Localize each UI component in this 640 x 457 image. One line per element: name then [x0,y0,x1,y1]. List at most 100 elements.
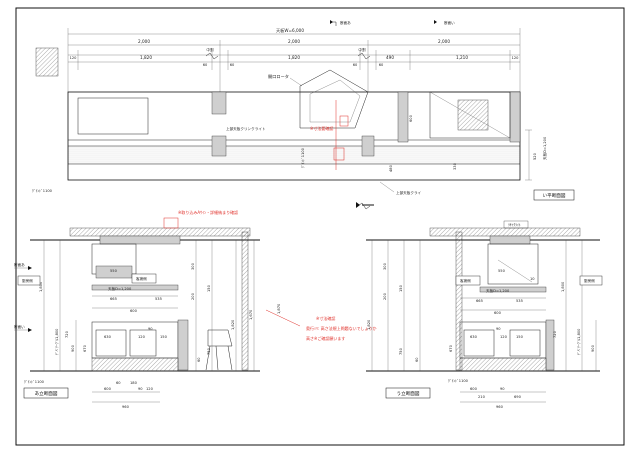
stool [207,329,233,347]
right-height-750: 750 [399,347,403,355]
plan-dim-1200: 天板D=1,200 [542,136,547,160]
left-label-counter: ﾃﾞﾊﾞﾃｰﾌﾞﾙ1,800 [54,328,59,355]
plan-section-a-label: 断面あ [340,20,351,25]
plan-total-width: 天板W=6,000 [276,27,304,34]
plan-dim-60d: 60 [379,63,384,67]
plan-dim-520: 520 [533,152,537,160]
left-wall [241,231,249,371]
left-dim-630: 630 [104,335,112,339]
right-height-670: 670 [449,344,453,352]
plan-dim-120-l: 120 [70,56,78,60]
plan-top-board-lower: 上部天板クライ [396,190,422,195]
plan-dim-600: 600 [409,114,413,122]
right-dim-10: 10 [530,277,535,281]
left-bottom-600: 600 [104,387,112,391]
plan-title-box [533,189,575,201]
right-dim-150: 150 [516,335,524,339]
post [397,91,409,143]
left-red-box [163,217,179,229]
right-height-900: 900 [591,344,595,352]
right-height-1800: 1,800 [561,281,565,292]
plan-dim-1820-a: 1,820 [140,55,152,60]
left-top-label: 天板D=1,200 [108,286,132,291]
plan-center-label: 中割 [206,47,214,52]
right-title-box [385,387,431,399]
plan-dim-mid: 2,000 [288,39,300,44]
right-height-300: 300 [383,262,387,270]
center-dim-1870: 1,870 [277,303,281,314]
plan-center-label-2: 中割 [358,47,366,52]
right-bottom-960: 960 [496,405,504,409]
left-top-board [91,284,179,291]
sheet-border [15,7,625,446]
right-ceiling-hatch [429,227,581,237]
right-top-label: 天板D=1,200 [486,288,510,293]
plan-dim-right: 2,000 [438,39,450,44]
plan-red-note: ※寸法要確認 [310,125,333,131]
left-red-note: ※取り込みAｻｲﾝ・詳細納まり確認 [178,209,238,215]
post [361,135,375,157]
ceiling-hatch [69,227,251,237]
right-dim-550: 550 [498,269,506,273]
left-height-750: 750 [207,347,211,355]
left-bottom-60: 60 [116,381,121,385]
left-room-a-box [17,275,41,286]
right-lower-cabinet [459,321,547,359]
plan-dim-60b: 60 [230,63,235,67]
left-height-900: 900 [71,344,75,352]
plan-floor-label: ｸﾞﾘﾝﾄﾞ1100 [300,147,305,168]
right-wall [455,231,463,371]
left-height-1820: 1,820 [231,319,235,330]
left-bottom-90: 90 [138,387,143,391]
left-floor-label: ｸﾞﾘﾝﾄﾞ1100 [24,379,45,384]
left-height-1670: 1,670 [249,309,253,320]
right-height-1820: 1,820 [367,319,371,330]
plan-red-box [339,115,349,127]
center-note-line2: 奥行ﾐﾘ: 高さ法規上問題ないでしょうか [306,325,377,331]
plan-dim-60a: 60 [203,63,208,67]
left-dim-90: 90 [148,327,153,331]
plan-top-board-upper: 上部天板クリンクライト [226,126,266,131]
plan-dim-1820-b: 1,820 [288,55,300,60]
wall-hatch [35,47,59,77]
break-symbol [357,52,371,60]
right-room-a: 厨房側 [584,278,595,283]
right-dim-90: 90 [496,327,501,331]
right-bottom-600: 600 [470,387,478,391]
left-dim-150: 150 [160,335,168,339]
post [509,91,521,143]
right-dim-630: 630 [470,335,478,339]
right-height-720: 720 [553,330,557,338]
plan-section-b-label: 断面い [444,20,455,25]
break-symbol [357,202,371,210]
plan-grate [457,99,489,131]
plan-sink-label: 開口ロータ [268,73,289,80]
plan-dim-480: 480 [389,164,393,172]
right-dim-665: 665 [476,299,483,303]
left-dim-665: 665 [110,297,117,301]
right-height-150: 150 [399,284,403,292]
plan-dim-1210: 1,210 [456,55,468,60]
center-note-line1: ※寸法確認 [316,315,335,321]
left-height-670: 670 [83,344,87,352]
right-label-top: ﾘｻｲｸﾗｲﾄ [508,222,521,227]
plan-sink [299,69,369,129]
left-dim-120: 120 [138,335,146,339]
right-height-200: 200 [383,292,387,300]
left-height-1800: 1,800 [39,281,43,292]
plan-title: い平断面図 [543,192,566,199]
plan-view: 天板W=6,000 2,000 2,000 2,000 1,820 1,820 … [32,20,575,210]
left-room-b: 客席側 [136,276,147,281]
right-dim-535: 535 [516,299,523,303]
plan-sink-area [429,91,511,139]
left-bottom-120: 120 [146,387,154,391]
right-upper-unit [487,243,539,285]
left-bottom-960: 960 [122,405,130,409]
left-dim-550: 550 [110,269,118,273]
left-height-300: 300 [191,262,195,270]
right-dim-120: 120 [500,335,508,339]
plan-cabinet [77,97,149,135]
right-title: う立断面図 [397,390,420,397]
